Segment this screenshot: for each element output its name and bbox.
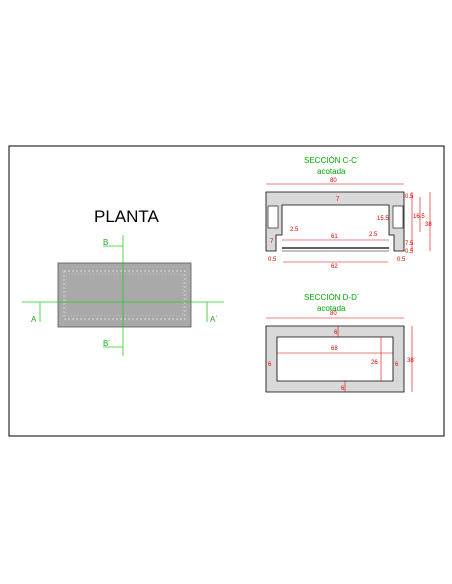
cc-dim-bottom-width: 62: [331, 264, 338, 270]
plan-title: PLANTA: [94, 207, 160, 226]
cc-dim-left-lip: 7: [270, 239, 274, 245]
cc-dim-right-inner: 16.5: [413, 214, 425, 220]
cut-b-label-top: B: [103, 238, 108, 247]
cc-dim-overall-width: 80: [330, 178, 337, 184]
plan-block: [57, 262, 192, 328]
plan-view: PLANTA A A´ B B´: [22, 207, 224, 356]
section-dd-subtitle: acotada: [317, 304, 346, 313]
section-dd-title: SECCIÓN D-D´: [304, 293, 360, 302]
cc-dim-right-low: 7.5: [405, 241, 414, 247]
cc-dim-bottom-right: 0.5: [397, 257, 406, 263]
cc-dim-right-bottom: 0.5: [405, 249, 414, 255]
dd-dim-overall-width: 80: [330, 311, 337, 317]
section-cc-title: SECCIÓN C-C´: [304, 156, 360, 165]
cc-dim-top-thickness: 7: [336, 197, 340, 203]
dd-dim-right-wall: 6: [395, 362, 399, 368]
dd-dim-left-wall: 6: [268, 362, 272, 368]
cut-a-label-left: A: [31, 315, 37, 324]
cc-dim-left-offset: 2.5: [290, 227, 299, 233]
section-cc: SECCIÓN C-C´ acotada 80 61 62 2.5 2.5 0.…: [265, 156, 432, 270]
section-cc-body: [265, 191, 405, 252]
cut-a-label-right: A´: [210, 315, 218, 324]
cc-dim-inner-top: 61: [331, 234, 338, 240]
drawing-frame: [8, 145, 445, 437]
dd-dim-top-thickness: 6: [334, 330, 338, 336]
section-cc-right-notch: [392, 205, 404, 229]
section-cc-subtitle: acotada: [317, 167, 346, 176]
cut-b-label-bottom: B´: [103, 339, 111, 348]
section-dd-body: [265, 325, 405, 393]
cc-dim-overall-height: 38: [425, 222, 432, 228]
plan-inner-outline-2: [65, 273, 184, 317]
dd-dim-overall-height: 38: [407, 358, 414, 364]
dd-dim-inner-width: 68: [331, 346, 338, 352]
dd-dim-bottom-thickness: 6: [341, 386, 345, 392]
dd-dim-inner-height: 26: [371, 360, 378, 366]
plan-inner-outline: [63, 270, 186, 320]
section-dd: SECCIÓN D-D´ acotada 80 6 68 26 6 6 6 38: [265, 293, 414, 393]
cc-dim-right-mid: 15.5: [377, 216, 389, 222]
section-cc-left-notch: [267, 205, 279, 229]
cc-dim-right-offset: 2.5: [369, 232, 378, 238]
cc-dim-right-top: 0.5: [405, 194, 414, 200]
cc-dim-bottom-left: 0.5: [268, 257, 277, 263]
